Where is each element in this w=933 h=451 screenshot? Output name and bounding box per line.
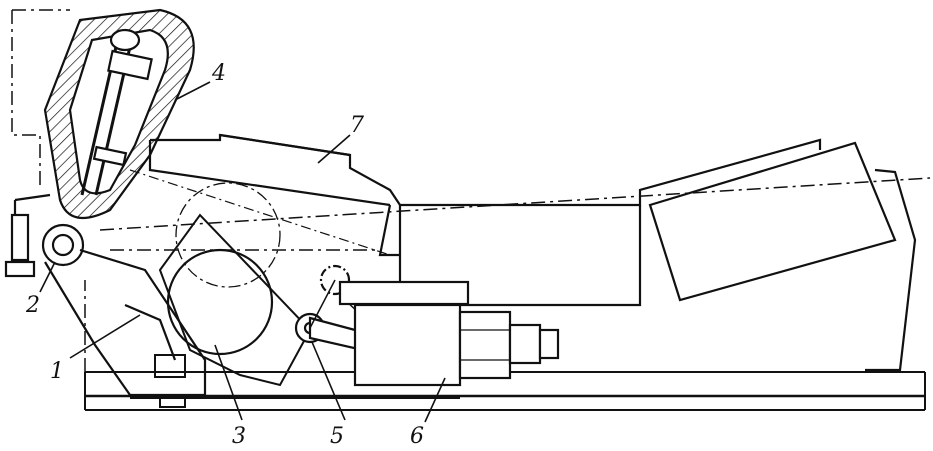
pivot-assembly [4, 193, 85, 278]
callout-3: 3 [232, 424, 246, 449]
callout-7: 7 [350, 113, 364, 138]
callout-2: 2 [25, 293, 40, 318]
leader-lines [39, 81, 446, 423]
drive-unit [338, 280, 560, 387]
callout-5: 5 [330, 424, 344, 449]
cylinder-housing [43, 8, 195, 220]
callout-4: 4 [211, 61, 226, 86]
callout-6: 6 [410, 424, 424, 449]
lever-bracket [44, 248, 207, 408]
callout-1: 1 [50, 359, 64, 384]
upper-body [129, 133, 917, 372]
roller-drum [158, 182, 312, 387]
